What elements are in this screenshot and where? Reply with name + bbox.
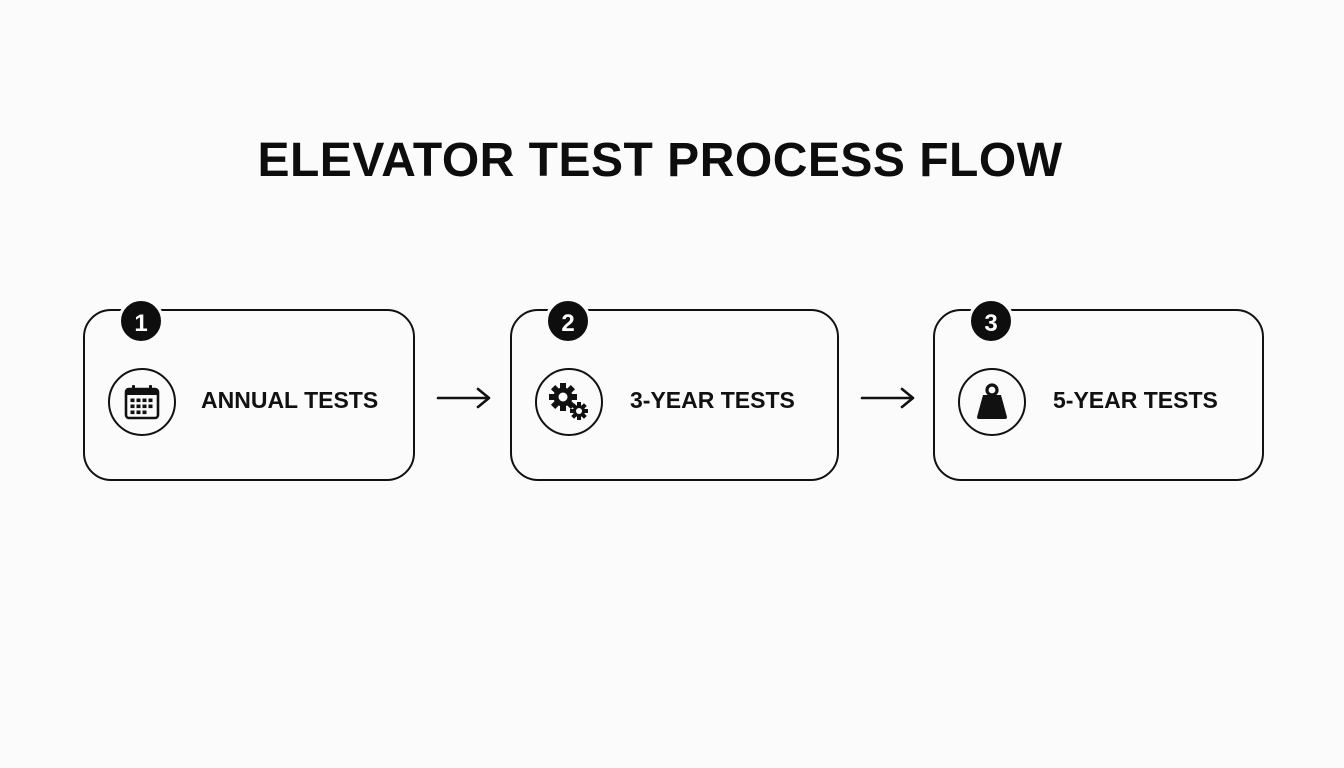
calendar-icon [108,368,176,436]
diagram-title: ELEVATOR TEST PROCESS FLOW [257,134,1063,187]
step-label: 5-YEAR TESTS [1053,387,1218,413]
step-label: 3-YEAR TESTS [630,387,795,413]
weight-icon [958,368,1026,436]
step-number-badge: 1 [118,298,164,344]
step-card-5-year-tests: 3 5-YEAR TESTS [933,298,1264,481]
step-card-annual-tests: 1 ANNUAL TESTS [83,298,415,481]
step-number-badge: 3 [968,298,1014,344]
step-card-3-year-tests: 2 [510,298,839,481]
step-label: ANNUAL TESTS [201,387,379,413]
step-number-badge: 2 [545,298,591,344]
arrow-right-icon [860,387,915,409]
gears-icon [535,368,603,436]
arrow-right-icon [436,387,491,409]
